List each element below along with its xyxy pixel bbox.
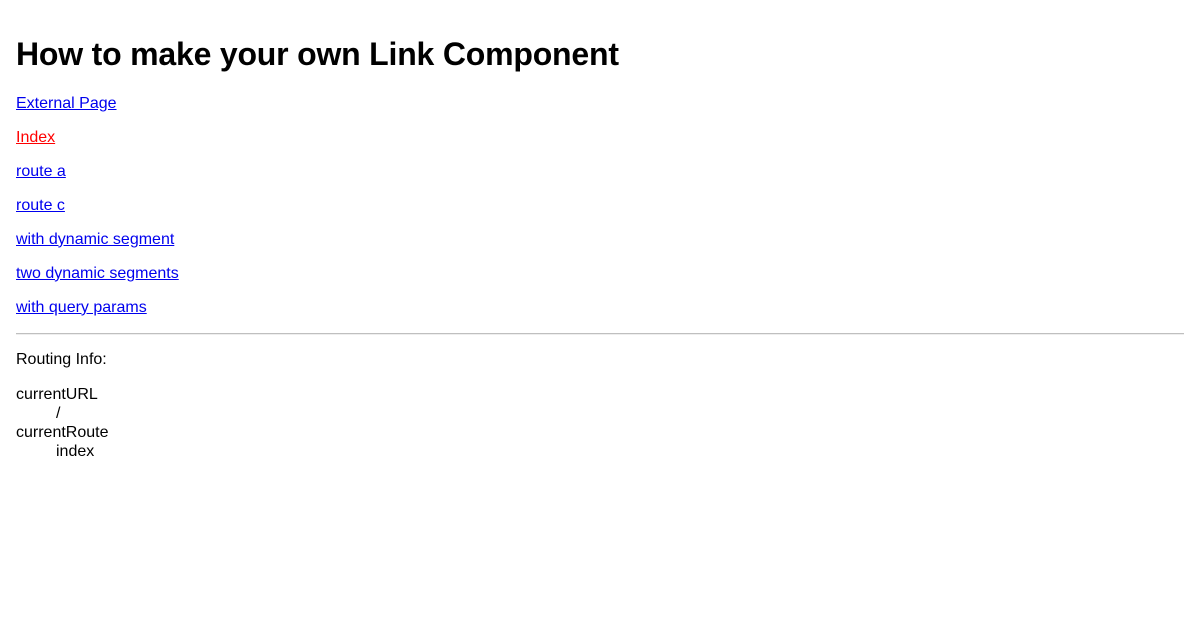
link-external-page[interactable]: External Page (16, 94, 117, 112)
link-paragraph-external-page: External Page (16, 95, 1184, 113)
routing-info-list: currentURL / currentRoute index (16, 385, 1184, 461)
routing-term-current-route: currentRoute (16, 423, 109, 441)
routing-value-current-route: index (56, 442, 95, 460)
link-with-dynamic-segment[interactable]: with dynamic segment (16, 230, 175, 248)
link-with-query-params[interactable]: with query params (16, 298, 147, 316)
page-container: How to make your own Link Component Exte… (8, 8, 1192, 461)
link-paragraph-dynamic-segment: with dynamic segment (16, 231, 1184, 249)
section-divider (16, 332, 1184, 335)
link-paragraph-index: Index (16, 129, 1184, 147)
page-title: How to make your own Link Component (16, 36, 619, 73)
link-index[interactable]: Index (16, 128, 56, 146)
link-paragraph-route-c: route c (16, 197, 1184, 215)
link-paragraph-two-dynamic-segments: two dynamic segments (16, 265, 1184, 283)
routing-value-current-url: / (56, 404, 61, 422)
routing-info-label: Routing Info: (16, 350, 107, 368)
link-paragraph-query-params: with query params (16, 299, 1184, 317)
link-route-c[interactable]: route c (16, 196, 65, 214)
link-two-dynamic-segments[interactable]: two dynamic segments (16, 264, 179, 282)
link-paragraph-route-a: route a (16, 163, 1184, 181)
link-route-a[interactable]: route a (16, 162, 66, 180)
routing-term-current-url: currentURL (16, 385, 98, 403)
